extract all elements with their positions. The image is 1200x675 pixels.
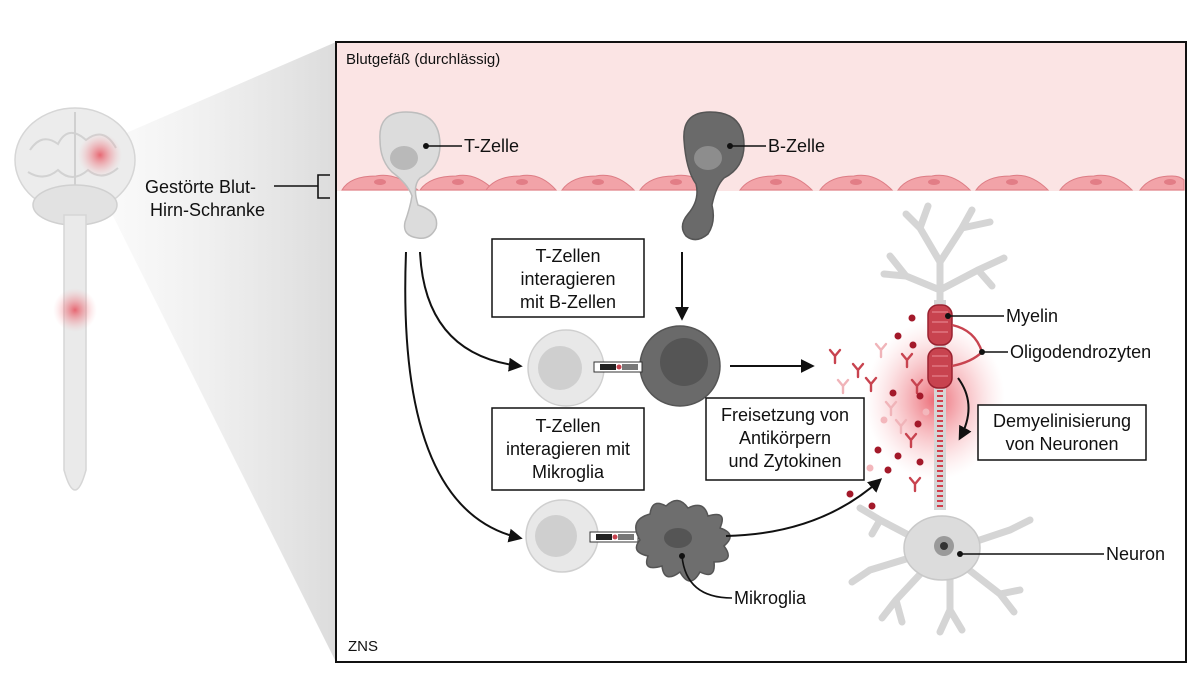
demyelination-box [977,404,1147,461]
neuron-dendrites-bottom [848,504,1034,636]
demyelination-line2: von Neuronen [1005,434,1118,454]
release-box [705,397,865,481]
release-line2: Antikörpern [739,428,831,448]
barrier-bracket [274,174,330,199]
tm-interaction-line3: Mikroglia [532,462,605,482]
zoom-cone [110,42,336,662]
antibodies [828,348,924,493]
tm-interaction-line1: T-Zellen [535,416,600,436]
arrow-t-to-microglia-interaction [404,251,523,543]
t-microglia-synapse [525,499,731,582]
cns-label: ZNS [348,638,378,655]
tm-interaction-box [491,407,645,491]
blood-vessel-region [337,43,1185,191]
myelin-label: Myelin [1006,306,1058,326]
tb-interaction-line2: interagieren [520,269,615,289]
tm-interaction-line2: interagieren mit [506,439,630,459]
microglia-label: Mikroglia [734,588,807,608]
cytokines [846,314,924,510]
brain-lesion-glow [78,133,122,177]
blood-vessel-label: Blutgefäß (durchlässig) [346,51,500,68]
brain-spinal-cord-illustration [14,107,136,491]
demyelination-line1: Demyelinisierung [993,411,1131,431]
faint-antibodies [836,342,908,435]
spinal-lesion-glow [53,288,97,332]
arrow-demyelination [957,377,972,441]
t-b-synapse [527,325,721,407]
b-cell-label: B-Zelle [768,136,825,156]
faint-cytokines [866,408,930,472]
arrow-microglia-to-release [725,478,883,537]
tb-interaction-box [491,238,645,318]
myelin-sheaths [927,304,953,389]
tb-interaction-line3: mit B-Zellen [520,292,616,312]
oligodendrocytes-label: Oligodendrozyten [1010,342,1151,362]
neuron-dendrites-top [880,202,1008,314]
arrow-t-to-bcell-interaction [419,251,523,372]
release-line1: Freisetzung von [721,405,849,425]
t-cell-label: T-Zelle [464,136,519,156]
tb-interaction-line1: T-Zellen [535,246,600,266]
barrier-label-line1: Gestörte Blut- [145,177,256,197]
neuron-label: Neuron [1106,544,1165,564]
release-line3: und Zytokinen [728,451,841,471]
barrier-label-line2: Hirn-Schranke [150,200,265,220]
microglia-leader [681,555,733,599]
